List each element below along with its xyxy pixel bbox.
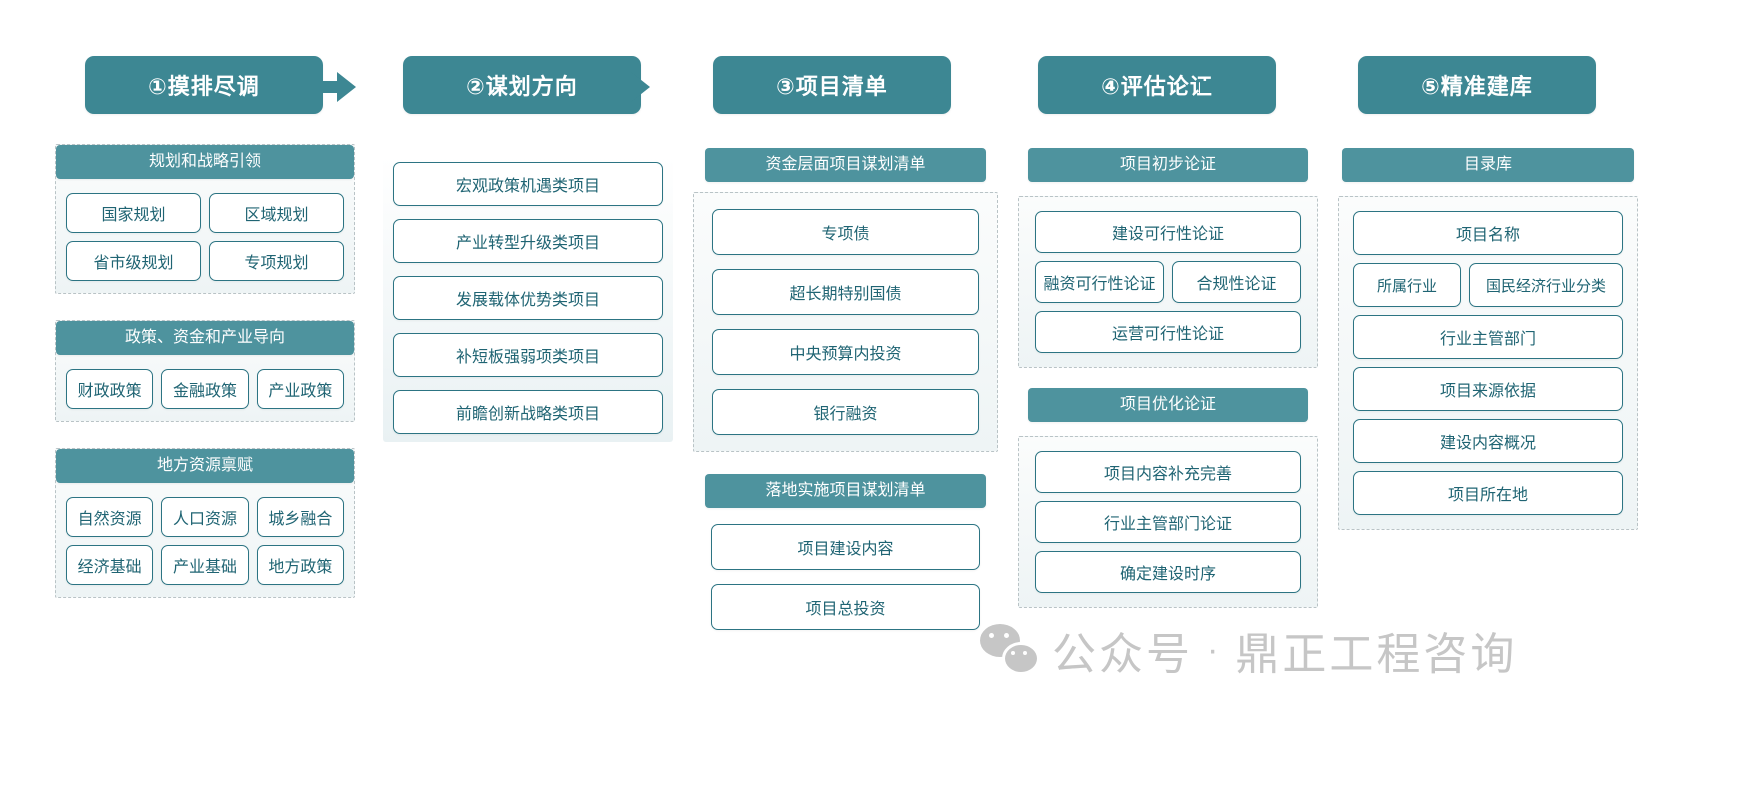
- node-row: 融资可行性论证 合规性论证: [1035, 261, 1301, 303]
- group-funding-project-list: 专项债 超长期特别国债 中央预算内投资 银行融资: [693, 192, 998, 452]
- stage-column-2: ②谋划方向 宏观政策机遇类项目 产业转型升级类项目 发展载体优势类项目 补短板强…: [383, 0, 673, 442]
- group-title: 项目优化论证: [1028, 388, 1308, 422]
- node-box[interactable]: 项目所在地: [1353, 471, 1623, 515]
- node-row: 国家规划 区域规划: [66, 193, 344, 233]
- node-row: 建设内容概况: [1353, 419, 1623, 463]
- group-title: 项目初步论证: [1028, 148, 1308, 182]
- right-arrow-icon: [606, 72, 650, 102]
- node-box[interactable]: 人口资源: [161, 497, 249, 537]
- node-box[interactable]: 行业主管部门: [1353, 315, 1623, 359]
- group-title: 规划和战略引领: [56, 145, 354, 179]
- node-box[interactable]: 金融政策: [161, 369, 249, 409]
- node-box[interactable]: 项目名称: [1353, 211, 1623, 255]
- node-row: 省市级规划 专项规划: [66, 241, 344, 281]
- group-local-resources: 地方资源禀赋 自然资源 人口资源 城乡融合 经济基础 产业基础 地方政策: [55, 448, 355, 598]
- group-title: 政策、资金和产业导向: [56, 321, 354, 355]
- group-title: 目录库: [1342, 148, 1634, 182]
- node-box[interactable]: 经济基础: [66, 545, 154, 585]
- node-row: 行业主管部门: [1353, 315, 1623, 359]
- watermark-prefix: 公众号: [1052, 630, 1193, 679]
- node-box[interactable]: 融资可行性论证: [1035, 261, 1164, 303]
- node-box[interactable]: 建设可行性论证: [1035, 211, 1301, 253]
- group-policy-funding-industry: 政策、资金和产业导向 财政政策 金融政策 产业政策: [55, 320, 355, 422]
- stage-header-5[interactable]: ⑤精准建库: [1358, 56, 1596, 114]
- node-row: 自然资源 人口资源 城乡融合: [66, 497, 344, 537]
- node-box[interactable]: 合规性论证: [1172, 261, 1301, 303]
- node-box[interactable]: 省市级规划: [66, 241, 201, 281]
- node-stack: 项目建设内容 项目总投资: [711, 524, 980, 630]
- node-row: 项目内容补充完善: [1035, 451, 1301, 493]
- stage-header-2[interactable]: ②谋划方向: [403, 56, 641, 114]
- node-box[interactable]: 确定建设时序: [1035, 551, 1301, 593]
- node-box[interactable]: 所属行业: [1353, 263, 1461, 307]
- right-arrow-icon: [1200, 72, 1244, 102]
- node-box[interactable]: 宏观政策机遇类项目: [393, 162, 663, 206]
- node-box[interactable]: 项目总投资: [711, 584, 980, 630]
- node-box[interactable]: 项目内容补充完善: [1035, 451, 1301, 493]
- watermark: 公众号 · 鼎正工程咨询: [980, 618, 1517, 682]
- node-box[interactable]: 产业基础: [161, 545, 249, 585]
- node-box[interactable]: 补短板强弱项类项目: [393, 333, 663, 377]
- node-box[interactable]: 城乡融合: [256, 497, 344, 537]
- node-row: 建设可行性论证: [1035, 211, 1301, 253]
- stage-column-3: ③项目清单 资金层面项目谋划清单 专项债 超长期特别国债 中央预算内投资 银行融…: [693, 0, 998, 636]
- node-stack: 专项债 超长期特别国债 中央预算内投资 银行融资: [712, 209, 979, 435]
- node-row: 项目来源依据: [1353, 367, 1623, 411]
- node-row: 运营可行性论证: [1035, 311, 1301, 353]
- stage-column-5: ⑤精准建库 目录库 项目名称 所属行业 国民经济行业分类 行业主管部门 项目来源…: [1338, 0, 1638, 530]
- node-box[interactable]: 银行融资: [712, 389, 979, 435]
- node-box[interactable]: 项目来源依据: [1353, 367, 1623, 411]
- node-row: 财政政策 金融政策 产业政策: [66, 369, 344, 409]
- group-catalog-library: 项目名称 所属行业 国民经济行业分类 行业主管部门 项目来源依据 建设内容概况 …: [1338, 196, 1638, 530]
- node-box[interactable]: 行业主管部门论证: [1035, 501, 1301, 543]
- wechat-icon: [980, 624, 1040, 676]
- stage-header-4[interactable]: ④评估论证: [1038, 56, 1276, 114]
- group-title: 落地实施项目谋划清单: [705, 474, 986, 508]
- node-row: 所属行业 国民经济行业分类: [1353, 263, 1623, 307]
- node-box[interactable]: 前瞻创新战略类项目: [393, 390, 663, 434]
- node-box[interactable]: 财政政策: [66, 369, 154, 409]
- node-row: 行业主管部门论证: [1035, 501, 1301, 543]
- node-box[interactable]: 国民经济行业分类: [1469, 263, 1623, 307]
- node-box[interactable]: 专项债: [712, 209, 979, 255]
- direction-list: 宏观政策机遇类项目 产业转型升级类项目 发展载体优势类项目 补短板强弱项类项目 …: [383, 156, 673, 442]
- node-box[interactable]: 项目建设内容: [711, 524, 980, 570]
- group-preliminary-appraisal: 建设可行性论证 融资可行性论证 合规性论证 运营可行性论证: [1018, 196, 1318, 368]
- node-grid: 国家规划 区域规划 省市级规划 专项规划: [66, 193, 344, 281]
- stage-header-1[interactable]: ①摸排尽调: [85, 56, 323, 114]
- node-row: 项目名称: [1353, 211, 1623, 255]
- node-box[interactable]: 中央预算内投资: [712, 329, 979, 375]
- node-box[interactable]: 建设内容概况: [1353, 419, 1623, 463]
- group-implementation-project-list: 项目建设内容 项目总投资: [693, 518, 998, 636]
- node-box[interactable]: 区域规划: [209, 193, 344, 233]
- node-box[interactable]: 地方政策: [256, 545, 344, 585]
- right-arrow-icon: [904, 72, 948, 102]
- node-box[interactable]: 国家规划: [66, 193, 201, 233]
- group-title: 地方资源禀赋: [56, 449, 354, 483]
- node-box[interactable]: 发展载体优势类项目: [393, 276, 663, 320]
- right-arrow-icon: [312, 72, 356, 102]
- group-optimization-appraisal: 项目内容补充完善 行业主管部门论证 确定建设时序: [1018, 436, 1318, 608]
- node-box[interactable]: 运营可行性论证: [1035, 311, 1301, 353]
- group-title: 资金层面项目谋划清单: [705, 148, 986, 182]
- node-row: 项目所在地: [1353, 471, 1623, 515]
- node-box[interactable]: 专项规划: [209, 241, 344, 281]
- node-row: 经济基础 产业基础 地方政策: [66, 545, 344, 585]
- node-box[interactable]: 产业转型升级类项目: [393, 219, 663, 263]
- stage-column-1: ①摸排尽调 规划和战略引领 国家规划 区域规划 省市级规划 专项规划 政策、资金…: [55, 0, 355, 598]
- group-planning-strategy: 规划和战略引领 国家规划 区域规划 省市级规划 专项规划: [55, 144, 355, 294]
- node-box[interactable]: 产业政策: [256, 369, 344, 409]
- watermark-name: 鼎正工程咨询: [1235, 630, 1518, 679]
- stage-column-4: ④评估论证 项目初步论证 建设可行性论证 融资可行性论证 合规性论证 运营可行性…: [1018, 0, 1318, 608]
- watermark-separator: ·: [1207, 630, 1222, 669]
- node-row: 确定建设时序: [1035, 551, 1301, 593]
- node-box[interactable]: 超长期特别国债: [712, 269, 979, 315]
- node-box[interactable]: 自然资源: [66, 497, 154, 537]
